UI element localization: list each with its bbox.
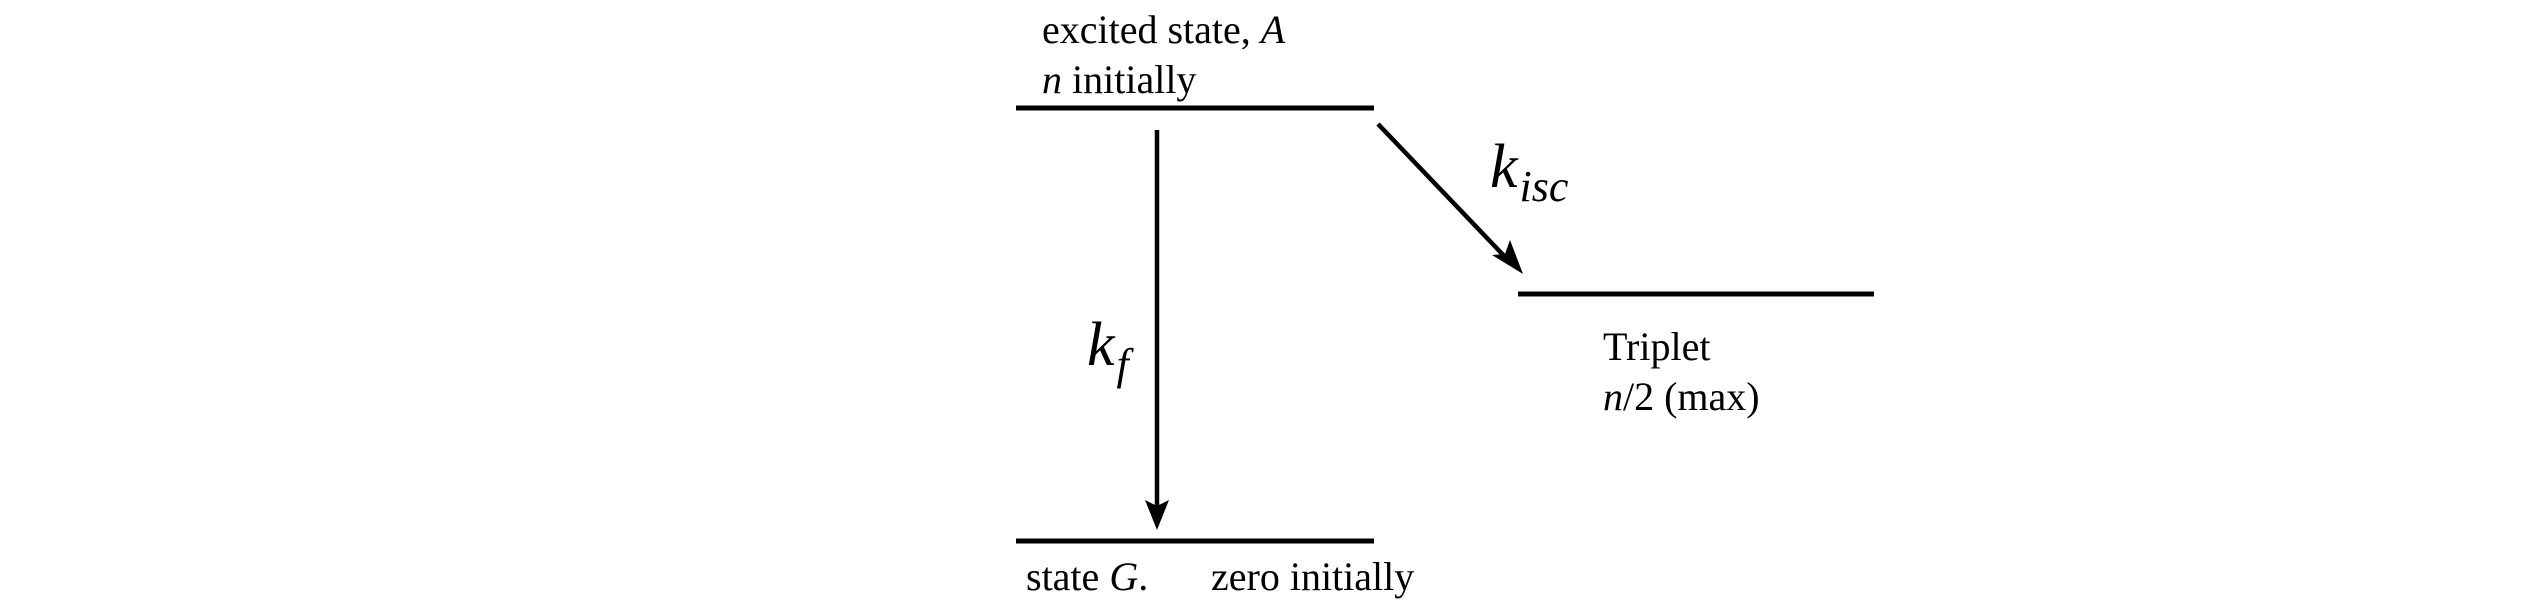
excited-state-symbol: A — [1260, 7, 1286, 52]
excited-state-population: n initially — [1042, 60, 1196, 100]
isc-rate-symbol: k — [1490, 133, 1518, 201]
ground-state-label: state G. — [1026, 557, 1148, 597]
isc-rate-label: kisc — [1490, 133, 1568, 209]
excited-state-label: excited state, A — [1042, 10, 1285, 50]
excited-state-text: excited state, — [1042, 7, 1261, 52]
triplet-state-population: n/2 (max) — [1603, 377, 1760, 417]
isc-arrow-shaft — [1376, 122, 1510, 262]
ground-population-text: zero initially — [1211, 554, 1415, 599]
ground-state-suffix: . — [1138, 554, 1149, 599]
excited-population-text: initially — [1062, 57, 1197, 102]
isc-arrowhead — [1492, 240, 1523, 274]
fluorescence-rate-symbol: k — [1087, 311, 1115, 379]
triplet-state-label: Triplet — [1603, 327, 1710, 367]
triplet-population-text: /2 (max) — [1623, 374, 1760, 419]
ground-state-prefix: state — [1026, 554, 1110, 599]
ground-state-population: zero initially — [1211, 557, 1414, 597]
fluorescence-rate-label: kf — [1087, 311, 1129, 387]
triplet-state-text: Triplet — [1603, 324, 1711, 369]
excited-population-symbol: n — [1042, 57, 1062, 102]
fluorescence-rate-subscript: f — [1116, 340, 1129, 389]
triplet-population-symbol: n — [1603, 374, 1623, 419]
ground-state-symbol: G — [1109, 554, 1139, 599]
isc-rate-subscript: isc — [1519, 162, 1569, 211]
fluorescence-arrowhead — [1145, 500, 1169, 530]
